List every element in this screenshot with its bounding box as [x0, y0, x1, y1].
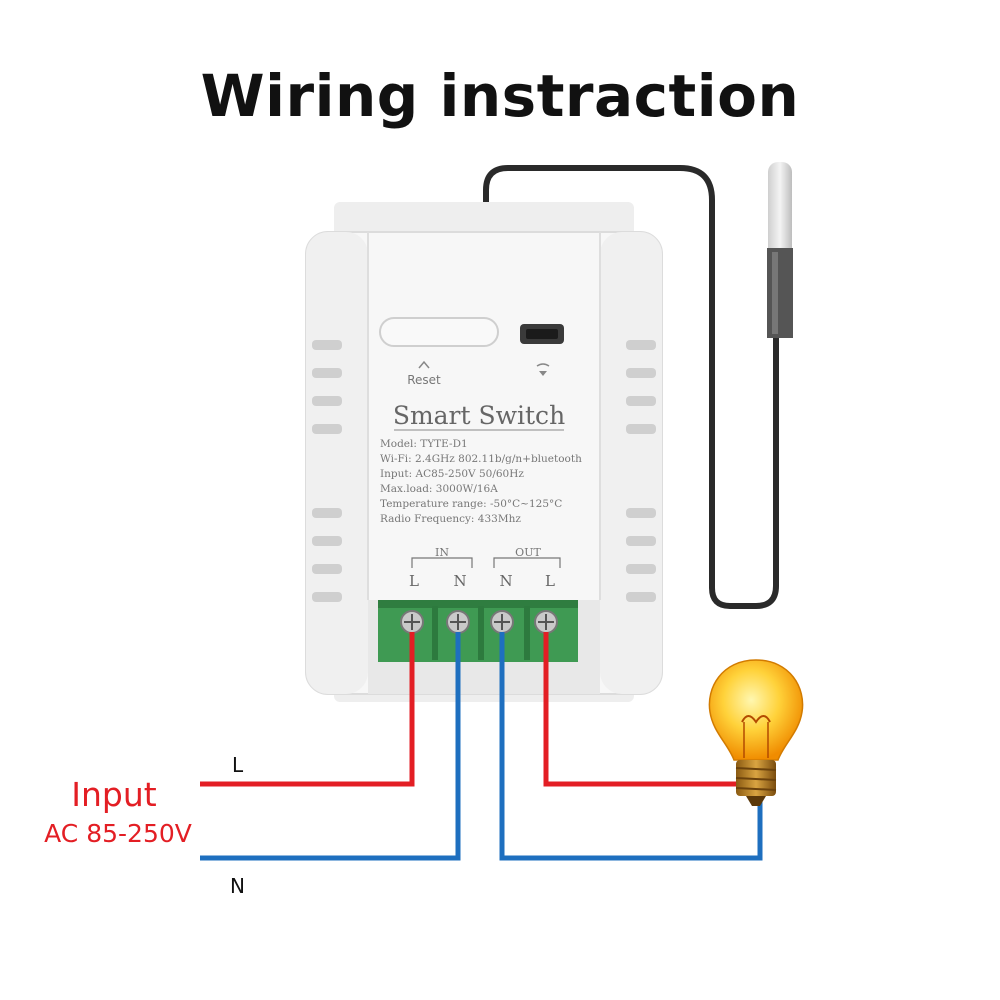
input-title: Input	[71, 775, 157, 814]
terminal-screw	[534, 610, 558, 634]
terminal-label-in-l: L	[409, 572, 419, 590]
reset-label: Reset	[407, 373, 441, 387]
neutral-wire-label: N	[230, 874, 245, 898]
terminal-screw	[490, 610, 514, 634]
live-wire-input	[200, 632, 415, 787]
vent-slots-left	[312, 340, 342, 602]
device-specs: Model: TYTE-D1 Wi-Fi: 2.4GHz 802.11b/g/n…	[380, 438, 582, 525]
reset-arrow-icon	[418, 360, 430, 369]
spec-line: Model: TYTE-D1	[380, 438, 468, 450]
terminal-label-out-n: N	[499, 572, 512, 590]
terminal-screw	[400, 610, 424, 634]
reset-button[interactable]	[379, 317, 499, 347]
input-voltage: AC 85-250V	[44, 819, 192, 848]
neutral-wire-load	[499, 632, 763, 861]
in-group-label: IN	[435, 546, 449, 559]
out-group-label: OUT	[515, 546, 541, 559]
temperature-probe-icon	[767, 162, 793, 338]
light-bulb-icon	[708, 659, 804, 806]
wifi-icon	[536, 363, 550, 376]
live-wire-label: L	[232, 753, 244, 777]
page-title: Wiring instraction	[200, 62, 800, 130]
terminal-screw	[446, 610, 470, 634]
live-wire-load	[543, 632, 742, 787]
sensor-cable	[483, 165, 779, 609]
terminal-label-in-n: N	[453, 572, 466, 590]
spec-line: Max.load: 3000W/16A	[380, 483, 498, 495]
spec-line: Radio Frequency: 433Mhz	[380, 513, 521, 525]
neutral-wire-input	[200, 632, 461, 861]
spec-line: Temperature range: -50°C~125°C	[380, 498, 562, 510]
spec-line: Wi-Fi: 2.4GHz 802.11b/g/n+bluetooth	[380, 453, 582, 465]
device-name: Smart Switch	[393, 401, 565, 430]
spec-line: Input: AC85-250V 50/60Hz	[380, 468, 524, 480]
terminal-label-out-l: L	[545, 572, 555, 590]
vent-slots-right	[626, 340, 656, 602]
